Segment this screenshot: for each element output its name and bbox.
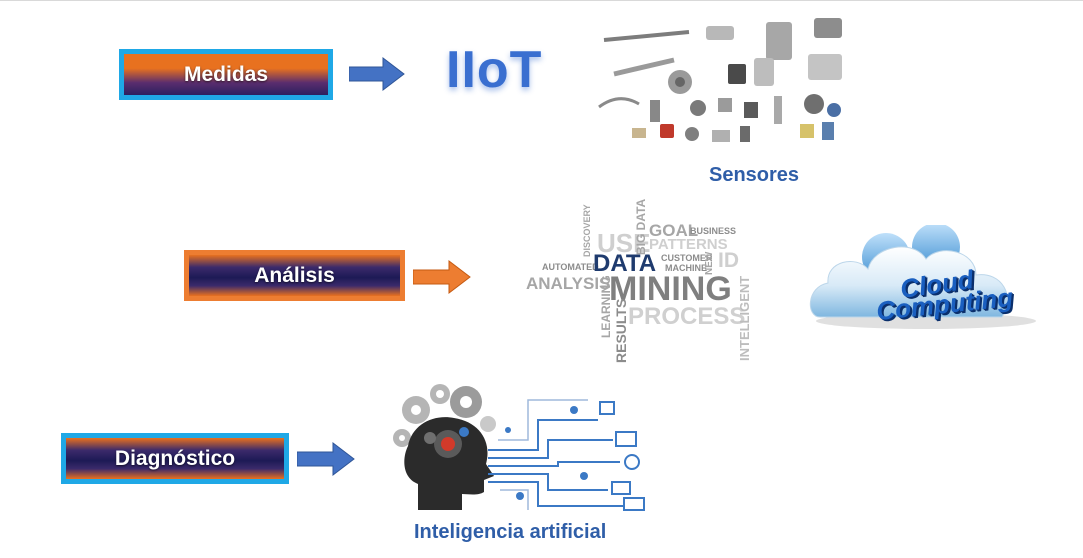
- stage-medidas-label: Medidas: [183, 62, 269, 86]
- wordcloud-word: BIG DATA: [634, 198, 648, 255]
- cloud-icon: [809, 225, 1036, 329]
- wordcloud-word: DATA: [593, 250, 657, 277]
- iiot-heading: IIoT: [446, 41, 543, 99]
- wordcloud-word: PATTERNS: [649, 236, 728, 253]
- stage-diagnostico-label: Diagnóstico: [114, 446, 236, 470]
- wordcloud-word: CUSTOMER: [661, 253, 713, 263]
- stage-diagnostico: Diagnóstico: [61, 433, 289, 484]
- top-divider: [0, 0, 1083, 1]
- caption-inteligencia-artificial: Inteligencia artificial: [414, 521, 607, 543]
- ai-head-illustration: [393, 384, 645, 511]
- wordcloud-word: USE: [597, 228, 651, 258]
- wordcloud-word: ANALYSIS: [526, 274, 611, 293]
- sensors-collage: [594, 12, 844, 152]
- wordcloud-word: AUTOMATED: [542, 262, 599, 272]
- wordcloud-word: PROCESS: [628, 303, 746, 330]
- gear-icon: [393, 384, 496, 447]
- wordcloud-word: RESULTS: [613, 298, 629, 363]
- arrow-right-icon: [413, 259, 471, 295]
- arrow-right-icon: [297, 441, 355, 477]
- wordcloud-word: DISCOVERY: [582, 204, 592, 257]
- stage-medidas: Medidas: [119, 49, 333, 100]
- wordcloud-word: ID: [718, 249, 739, 272]
- data-mining-wordcloud: DISCOVERY USE BIG DATA GOAL BUSINESS PAT…: [525, 195, 765, 365]
- stage-analisis: Análisis: [184, 250, 405, 301]
- caption-sensores: Sensores: [709, 164, 800, 186]
- arrow-right-icon: [349, 56, 405, 92]
- wordcloud-word: INTELLIGENT: [737, 275, 752, 361]
- wordcloud-word: GOAL: [649, 221, 699, 240]
- device-icons: [505, 401, 645, 511]
- wordcloud-word: MACHINE: [665, 263, 707, 273]
- wordcloud-word: MINING: [609, 270, 732, 308]
- cloud-computing-graphic: Cloud Computing: [806, 225, 1046, 335]
- stage-analisis-label: Análisis: [254, 263, 335, 287]
- wordcloud-word: BUSINESS: [690, 226, 737, 236]
- wordcloud-word: LEARNING: [599, 275, 613, 338]
